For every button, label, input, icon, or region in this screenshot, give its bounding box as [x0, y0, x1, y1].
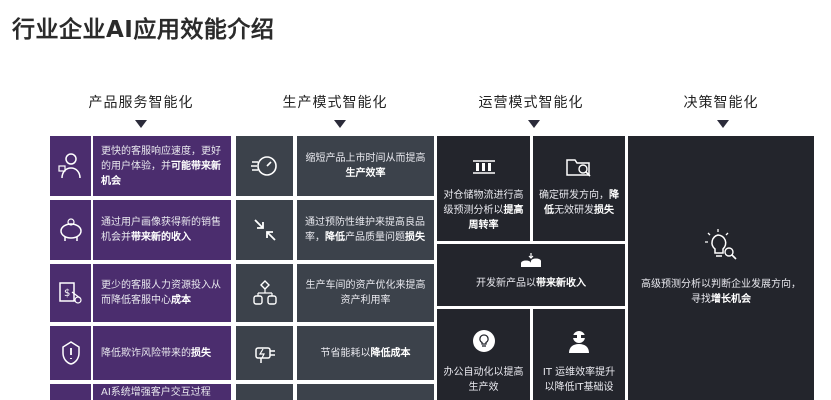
- text-highlight: 成本: [171, 295, 191, 306]
- operations-it-card: IT 运维效率提升以降低IT基础设: [533, 309, 625, 400]
- production-row-3-text: 生产车间的资产优化来提高资产利用率: [297, 264, 434, 322]
- column-header-production: 生产模式智能化: [282, 95, 388, 111]
- text-highlight: 损失: [594, 205, 614, 216]
- text-segment: 通过预防性维护来提高良品率，: [305, 217, 425, 243]
- column-header-decision: 决策智能化: [683, 95, 759, 111]
- text-segment: AI系统增强客户交互过程: [101, 387, 211, 398]
- decision-card: 高级预测分析以判断企业发展方向，寻找增长机会: [628, 136, 814, 400]
- text-highlight: 带来新收入: [536, 278, 586, 289]
- warehouse-shelves-icon: [443, 158, 524, 176]
- arrow-down-icon: [528, 120, 540, 128]
- folder-search-icon: [539, 156, 619, 178]
- arrow-down-icon: [717, 120, 729, 128]
- piggy-bank-icon: [50, 200, 91, 260]
- product-row-1-text: 更快的客服响应速度，更好的用户体验，并可能带来新机会: [93, 136, 231, 196]
- operations-warehouse-card: 对仓储物流进行高级预测分析以提高周转率: [437, 136, 530, 241]
- compress-arrows-icon: [236, 200, 293, 260]
- fraud-alert-icon: [50, 326, 91, 380]
- arrow-down-icon: [135, 120, 147, 128]
- text-highlight: 降低: [325, 232, 345, 243]
- product-row-2-text: 通过用户画像获得新的销售机会并带来新的收入: [93, 200, 231, 260]
- page-title: 行业企业AI应用效能介绍: [12, 17, 275, 43]
- lightbulb-circle-icon: [443, 329, 524, 353]
- text-segment: 节省能耗以: [320, 347, 371, 359]
- column-header-operations: 运营模式智能化: [478, 95, 584, 111]
- text-segment: 办公自动化以提高生产效: [443, 367, 524, 393]
- text-segment: 高级预测分析以判断企业发展方向，寻找: [641, 279, 801, 305]
- customer-service-icon: [50, 136, 91, 196]
- text-segment: 对仓储物流进行高级预测分析以: [443, 190, 524, 216]
- production-row-4-text: 节省能耗以降低成本: [297, 326, 434, 380]
- operations-new-product-card: 开发新产品以带来新收入: [437, 244, 625, 306]
- text-segment: 生产车间的资产优化来提高资产利用率: [305, 280, 426, 306]
- text-segment: IT 运维效率提升以降低IT基础设: [542, 367, 616, 393]
- text-highlight: 降低成本: [370, 347, 411, 359]
- lightbulb-idea-icon: [704, 229, 738, 263]
- text-highlight: 带来新的收入: [131, 232, 191, 243]
- asset-network-icon: [236, 264, 293, 322]
- text-highlight: 增长机会: [711, 294, 751, 305]
- product-row-4-text: 降低欺诈风险带来的损失: [93, 326, 231, 380]
- energy-plug-icon: [236, 326, 293, 380]
- column-header-product: 产品服务智能化: [88, 95, 194, 111]
- operations-office-card: 办公自动化以提高生产效: [437, 309, 530, 400]
- text-segment: 缩短产品上市时间从而提高: [305, 153, 426, 164]
- text-segment: 更少的客服人力资源投入从而降低客服中心: [101, 280, 221, 306]
- text-highlight: 提高周转率: [468, 205, 524, 231]
- text-segment: 降低欺诈风险带来的: [101, 347, 191, 359]
- text-segment: 更快的客服响应速度，更好的用户体验，并: [101, 145, 221, 172]
- text-segment: 开发新产品以: [476, 278, 536, 289]
- text-highlight: 可能带来新机会: [101, 160, 221, 187]
- text-highlight: 损失: [405, 232, 425, 243]
- text-segment: 确定研发方向，: [539, 190, 609, 201]
- interaction-icon: [50, 384, 91, 400]
- it-engineer-icon: [539, 329, 619, 353]
- arrow-down-icon: [334, 120, 346, 128]
- product-row-5-text: AI系统增强客户交互过程: [93, 384, 231, 400]
- operations-rnd-card: 确定研发方向，降低无效研发损失: [533, 136, 625, 241]
- text-segment: 产品质量问题: [345, 232, 405, 243]
- svg-text:$: $: [64, 288, 70, 299]
- speedometer-icon: [236, 136, 293, 196]
- production-row-1-text: 缩短产品上市时间从而提高生产效率: [297, 136, 434, 196]
- product-row-3-text: 更少的客服人力资源投入从而降低客服中心成本: [93, 264, 231, 322]
- text-highlight: 降低: [544, 190, 619, 216]
- money-scissors-icon: $: [50, 264, 91, 322]
- text-segment: 通过用户画像获得新的销售机会并: [101, 217, 221, 243]
- coins-icon: [443, 252, 619, 270]
- text-highlight: 生产效率: [345, 168, 386, 179]
- text-highlight: 损失: [191, 347, 211, 359]
- text-segment: 无效研发: [554, 205, 594, 216]
- production-row-2-text: 通过预防性维护来提高良品率，降低产品质量问题损失: [297, 200, 434, 260]
- production-row-5-text-cell: [297, 384, 434, 400]
- production-row-5-icon-cell: [236, 384, 293, 400]
